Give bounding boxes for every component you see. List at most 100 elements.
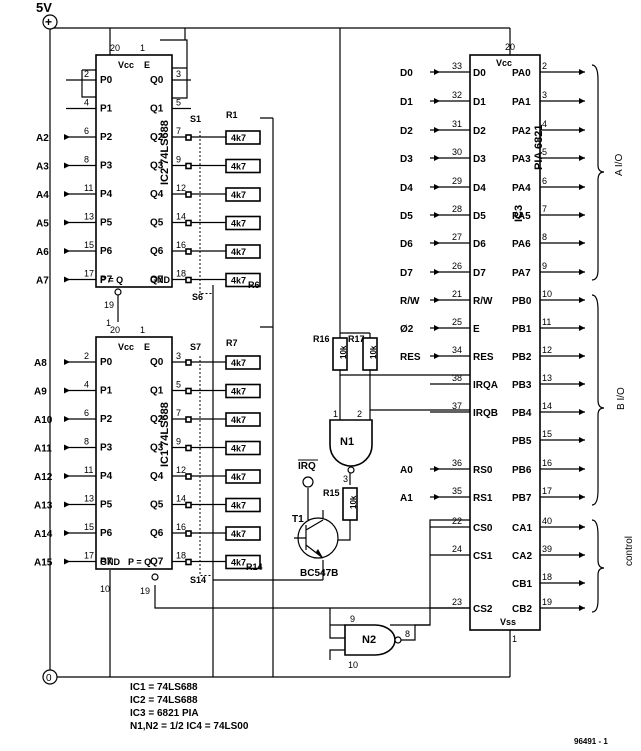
ic2-p-pin: 11 xyxy=(84,183,93,193)
ic3-input-signal: D2 xyxy=(400,126,413,137)
gate-n1: N1 1 2 3 xyxy=(329,409,373,484)
ic2-q-label: Q3 xyxy=(150,161,164,172)
ic1-p-label: P5 xyxy=(100,500,113,511)
irq-label: IRQ xyxy=(298,461,316,472)
ic3-right-pin: 10 xyxy=(542,289,552,299)
ic3-right-pin: 40 xyxy=(542,516,552,526)
ic3-right-label: PA1 xyxy=(512,97,531,108)
ic3-right-label: CB1 xyxy=(512,579,532,590)
ic1-q-pin: 9 xyxy=(176,437,181,447)
ic1-gnd-label: GND xyxy=(100,557,121,567)
ic3-left-pin: 29 xyxy=(452,176,462,186)
ic3-input-signal: R/W xyxy=(400,296,420,307)
ground-terminal: 0 xyxy=(42,669,58,685)
ic1-p-pin: 15 xyxy=(84,522,94,532)
ic2-p-label: P3 xyxy=(100,161,113,172)
s1-label: S1 xyxy=(190,114,201,124)
ic2-e-label: E xyxy=(144,60,150,70)
ic3-right-label: PA0 xyxy=(512,68,531,79)
ic2-input-label: A6 xyxy=(36,247,49,258)
ic1-p-label: P1 xyxy=(100,386,113,397)
ic3-left-pin: 32 xyxy=(452,90,462,100)
ic3-right-label: PB6 xyxy=(512,465,532,476)
gate-n2: N2 9 10 8 xyxy=(344,614,430,670)
n2-label: N2 xyxy=(362,634,376,646)
ic3-right-pin: 11 xyxy=(542,317,551,327)
ic3-left-label: D7 xyxy=(473,268,486,279)
ic3-right-pin: 12 xyxy=(542,345,552,355)
ic3-right-label: CB2 xyxy=(512,604,532,615)
ic2-q-label: Q4 xyxy=(150,189,164,200)
n2-pin-9: 9 xyxy=(350,614,355,624)
ic3-left-pin: 33 xyxy=(452,61,462,71)
ic3-right-label: CA2 xyxy=(512,551,532,562)
ic2-q-pin: 16 xyxy=(176,240,186,250)
ic3-right-pin: 39 xyxy=(542,544,552,554)
ic3-left-pin: 34 xyxy=(452,345,462,355)
ic1-input-label: A11 xyxy=(34,444,52,455)
resistor-r16: 10k R16 xyxy=(313,334,348,371)
t1-type-label: BC547B xyxy=(300,568,338,579)
plus-terminal: + xyxy=(42,14,58,30)
ic3-input-signal: D1 xyxy=(400,97,413,108)
ic3-left-label: D6 xyxy=(473,239,486,250)
ic3-left-pin: 35 xyxy=(452,486,462,496)
ic2-q-pin: 12 xyxy=(176,183,186,193)
ic1-switch-bank xyxy=(199,356,213,576)
ic1-p-label: P6 xyxy=(100,528,113,539)
ic1-resistor-value: 4k7 xyxy=(231,558,246,568)
svg-text:+: + xyxy=(45,15,52,29)
ic1-p-label: P4 xyxy=(100,471,113,482)
ic2-input-label: A2 xyxy=(36,133,49,144)
ic3-vss-pin: 1 xyxy=(512,634,517,644)
ic2-p-label: P6 xyxy=(100,246,113,257)
ic2-q-pin: 5 xyxy=(176,98,181,108)
ic2-p-pin: 17 xyxy=(84,269,94,279)
ic1-resistor-value: 4k7 xyxy=(231,387,246,397)
ic2-p-pin: 15 xyxy=(84,240,94,250)
ic3-input-signal: D7 xyxy=(400,268,413,279)
ic3-left-label: RS1 xyxy=(473,493,493,504)
ic2-p-label: P0 xyxy=(100,75,113,86)
resistors: 4k74k74k74k74k74k74k74k74k74k74k74k74k74… xyxy=(185,110,263,585)
ic1-input-label: A14 xyxy=(34,529,53,540)
ic2-resistor-value: 4k7 xyxy=(231,190,246,200)
ic1-p-label: P0 xyxy=(100,357,113,368)
ic2-resistor-value: 4k7 xyxy=(231,133,246,143)
ic3-left-label: D0 xyxy=(473,68,486,79)
ic3-right-label: PB1 xyxy=(512,324,532,335)
ic1-input-label: A12 xyxy=(34,472,53,483)
ic1-p-pin: 6 xyxy=(84,408,89,418)
ic3-left-label: CS0 xyxy=(473,523,493,534)
legend: IC1 = 74LS688 IC2 = 74LS688 IC3 = 6821 P… xyxy=(130,682,249,732)
s6-label: S6 xyxy=(192,292,203,302)
ic2-p-label: P7 xyxy=(100,275,113,286)
ic1-resistor-value: 4k7 xyxy=(231,444,246,454)
ic2-gnd-label: GND xyxy=(150,275,171,285)
ic1-vcc-pin: 20 xyxy=(110,325,120,335)
ic3-right-label: PB5 xyxy=(512,436,532,447)
ic3-left-label: IRQA xyxy=(473,380,498,391)
ic3-input-signal: Ø2 xyxy=(400,324,414,335)
ic3-left-pin: 30 xyxy=(452,147,462,157)
ic1-q-pin: 7 xyxy=(176,408,181,418)
ic1-p-pin: 13 xyxy=(84,494,94,504)
ic3-input-signal: D0 xyxy=(400,68,413,79)
ic3-right-label: PB7 xyxy=(512,493,532,504)
svg-text:R17: R17 xyxy=(348,334,365,344)
s14-label: S14 xyxy=(190,575,206,585)
ic3-right-label: PA5 xyxy=(512,211,531,222)
ic2-p-label: P5 xyxy=(100,218,113,229)
ic1-e-label: E xyxy=(144,342,150,352)
ic1-p-label: P2 xyxy=(100,414,113,425)
n2-pin-8: 8 xyxy=(405,629,410,639)
ic1-q-label: Q2 xyxy=(150,414,164,425)
ic3-right-pin: 2 xyxy=(542,61,547,71)
ic1-q-label: Q4 xyxy=(150,471,164,482)
ic2-q-label: Q2 xyxy=(150,132,164,143)
ic2-input-label: A7 xyxy=(36,276,49,287)
resistor-r15: 10k R15 xyxy=(323,487,358,521)
